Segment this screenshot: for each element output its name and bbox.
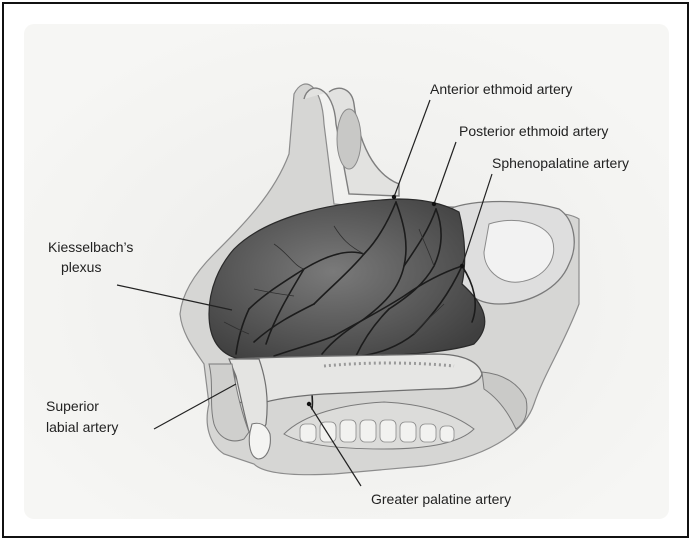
frontal-sinus — [337, 109, 361, 169]
label-superior-labial-artery-line2: labial artery — [46, 419, 118, 435]
label-kiesselbachs-plexus-line1: Kiesselbach’s — [48, 239, 133, 255]
label-kiesselbachs-plexus-line2: plexus — [61, 259, 101, 275]
incisor-tooth — [249, 423, 270, 459]
label-greater-palatine-artery: Greater palatine artery — [371, 491, 511, 507]
label-anterior-ethmoid-artery: Anterior ethmoid artery — [430, 81, 572, 97]
label-superior-labial-artery-line1: Superior — [46, 398, 99, 414]
label-sphenopalatine-artery: Sphenopalatine artery — [492, 155, 629, 171]
nasal-septum-blood-supply-diagram: Anterior ethmoid artery Posterior ethmoi… — [4, 4, 687, 536]
label-posterior-ethmoid-artery: Posterior ethmoid artery — [459, 123, 608, 139]
